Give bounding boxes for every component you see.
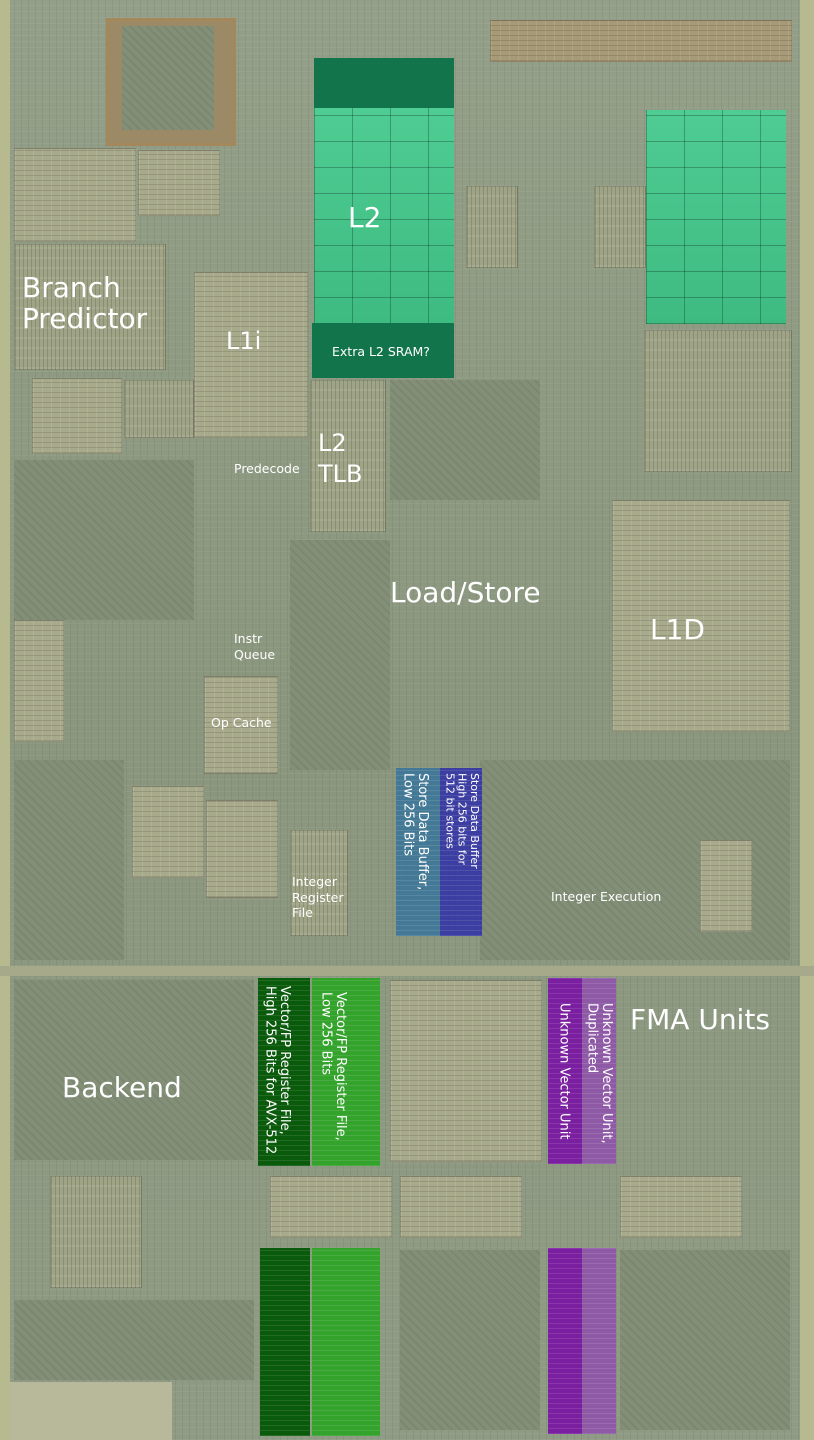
label-extra-l2: Extra L2 SRAM? bbox=[332, 344, 430, 359]
extra-l2-sram bbox=[312, 323, 454, 378]
backend-logic bbox=[14, 980, 254, 1160]
label-store-data-high: Store Data Buffer High 256 bits for 512 … bbox=[443, 773, 481, 869]
rename-logic bbox=[290, 540, 390, 770]
vec-rf-low-upper bbox=[312, 978, 380, 1166]
label-instr-queue: Instr Queue bbox=[234, 631, 276, 662]
bp-array-1 bbox=[14, 148, 136, 242]
backend-logic-2 bbox=[620, 1250, 790, 1430]
ls-logic bbox=[390, 380, 540, 500]
vec-rf-high-upper bbox=[258, 978, 310, 1166]
frontend-logic-1 bbox=[14, 460, 194, 620]
vec-rf-low-lower bbox=[312, 1248, 380, 1436]
l2-dark-top bbox=[314, 58, 454, 108]
die-edge-left bbox=[0, 0, 10, 1440]
backend-array-4 bbox=[400, 1176, 522, 1238]
store-data-buffer-low bbox=[396, 768, 440, 936]
label-load-store: Load/Store bbox=[390, 576, 541, 609]
int-rf-array bbox=[290, 830, 348, 936]
ls-array-1 bbox=[466, 186, 518, 268]
unknown-vector-unit-dup-lower bbox=[582, 1248, 616, 1434]
bp-array-4 bbox=[32, 378, 122, 454]
die-edge-right bbox=[800, 0, 814, 1440]
backend-array-2 bbox=[390, 980, 542, 1162]
int-exec-array bbox=[700, 840, 752, 932]
boundary-strip bbox=[0, 966, 814, 976]
ls-array-2 bbox=[594, 186, 646, 268]
label-predecode: Predecode bbox=[234, 461, 300, 476]
unknown-vector-unit-lower bbox=[548, 1248, 582, 1434]
frontend-array-6 bbox=[14, 620, 64, 742]
bp-array-3 bbox=[14, 244, 166, 370]
backend-array-5 bbox=[620, 1176, 742, 1238]
label-store-data-low: Store Data Buffer, Low 256 Bits bbox=[400, 773, 431, 891]
label-integer-execution: Integer Execution bbox=[551, 889, 662, 904]
backend-array-1 bbox=[50, 1176, 142, 1288]
backend-logic-3 bbox=[400, 1250, 540, 1430]
bp-array-5 bbox=[124, 380, 194, 438]
label-l1i: L1i bbox=[226, 327, 262, 355]
decode-array-2 bbox=[206, 800, 278, 898]
label-branch-predictor: Branch Predictor bbox=[22, 271, 148, 336]
unknown-vector-unit-duplicated bbox=[582, 978, 616, 1164]
label-vec-rf-high: Vector/FP Register File, High 256 Bits f… bbox=[262, 986, 293, 1155]
frontend-logic-2 bbox=[14, 760, 124, 960]
op-cache-array bbox=[204, 676, 278, 774]
label-backend: Backend bbox=[62, 1071, 182, 1104]
backend-array-3 bbox=[270, 1176, 392, 1238]
pad-block bbox=[10, 1382, 172, 1440]
label-l1d: L1D bbox=[650, 613, 705, 646]
l1d-array bbox=[612, 500, 790, 732]
label-vec-rf-low: Vector/FP Register File, Low 256 Bits bbox=[318, 992, 349, 1141]
label-unknown-vector: Unknown Vector Unit bbox=[556, 1003, 572, 1140]
label-l2-tlb: L2 TLB bbox=[318, 429, 363, 489]
label-integer-register-file: Integer Register File bbox=[292, 874, 344, 921]
l1d-tag-array bbox=[644, 330, 792, 472]
label-fma-units: FMA Units bbox=[630, 1003, 770, 1036]
l2-highlight-right bbox=[646, 110, 786, 324]
decode-array-1 bbox=[132, 786, 204, 878]
store-data-buffer-high bbox=[440, 768, 482, 936]
frame-logic bbox=[122, 26, 214, 130]
bp-array-2 bbox=[138, 150, 220, 216]
label-l2: L2 bbox=[348, 201, 382, 234]
top-strip bbox=[490, 20, 792, 62]
unknown-vector-unit bbox=[548, 978, 582, 1164]
vec-rf-high-lower bbox=[260, 1248, 310, 1436]
label-op-cache: Op Cache bbox=[211, 715, 272, 730]
backend-logic-4 bbox=[14, 1300, 254, 1380]
l2-tlb-array bbox=[310, 380, 386, 532]
label-unknown-vector-dup: Unknown Vector Unit, Duplicated bbox=[584, 1003, 615, 1144]
l1i-array bbox=[194, 272, 308, 438]
l2-highlight bbox=[314, 108, 454, 324]
